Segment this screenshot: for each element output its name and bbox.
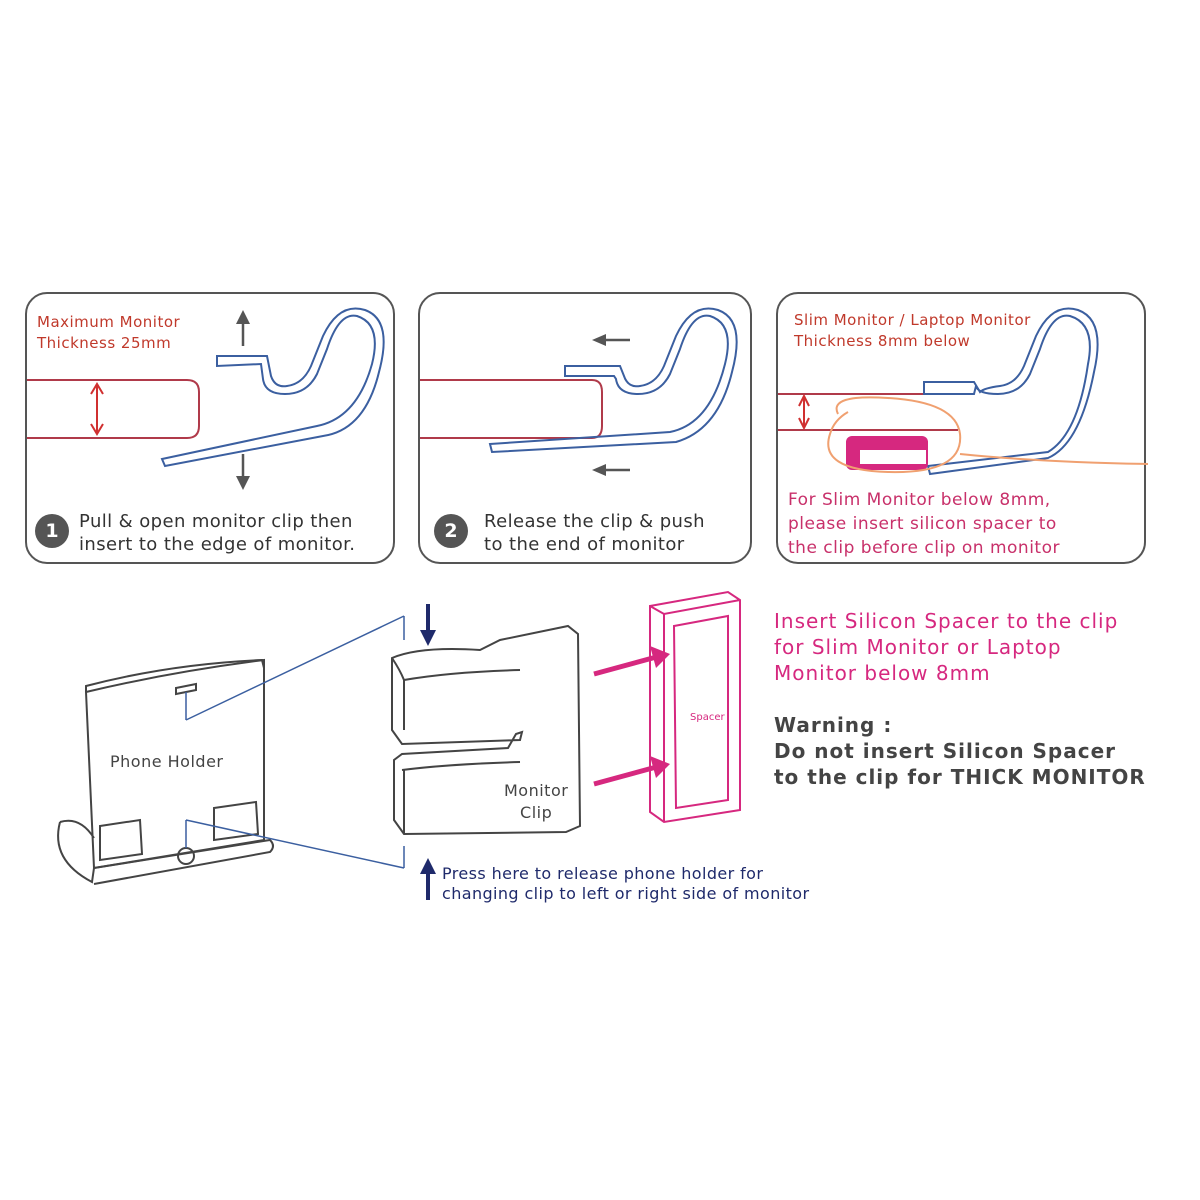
silicon-spacer-block [649,590,741,824]
step-2-panel: 2 Release the clip & push to the end of … [418,292,752,564]
step-3-panel: Slim Monitor / Laptop Monitor Thickness … [776,292,1148,564]
guide-lines [185,615,405,869]
monitor-clip-slim [923,307,1099,476]
step-2-text: Release the clip & push to the end of mo… [484,511,705,555]
monitor-clip-open [160,307,385,468]
slim-monitor-text: For Slim Monitor below 8mm, please inser… [788,490,1060,558]
step-2-badge: 2 [434,514,468,548]
step-3-illustration [778,307,1148,476]
step-1-badge: 1 [35,514,69,548]
monitor-clip-closed [488,307,738,454]
step-1-text: Pull & open monitor clip then insert to … [79,511,356,555]
monitor-clip-drawing [391,624,582,836]
warning-title: Warning : [774,713,893,737]
spacer-label: Spacer [690,712,725,723]
slim-monitor-label: Slim Monitor / Laptop Monitor Thickness … [794,311,1031,350]
monitor-clip-label: Monitor Clip [504,781,569,822]
warning-text: Do not insert Silicon Spacer to the clip… [774,739,1146,789]
step-1-illustration [27,307,385,490]
insert-spacer-note: Insert Silicon Spacer to the clip for Sl… [774,609,1119,685]
press-release-note: Press here to release phone holder for c… [442,864,810,903]
max-thickness-label: Maximum Monitor Thickness 25mm [37,313,181,352]
phone-holder-label: Phone Holder [110,752,224,771]
monitor-edge [27,379,200,439]
step-1-panel: Maximum Monitor Thickness 25mm 1 Pull & … [25,292,395,564]
step-2-illustration [420,307,738,476]
highlight-circle [827,396,962,474]
